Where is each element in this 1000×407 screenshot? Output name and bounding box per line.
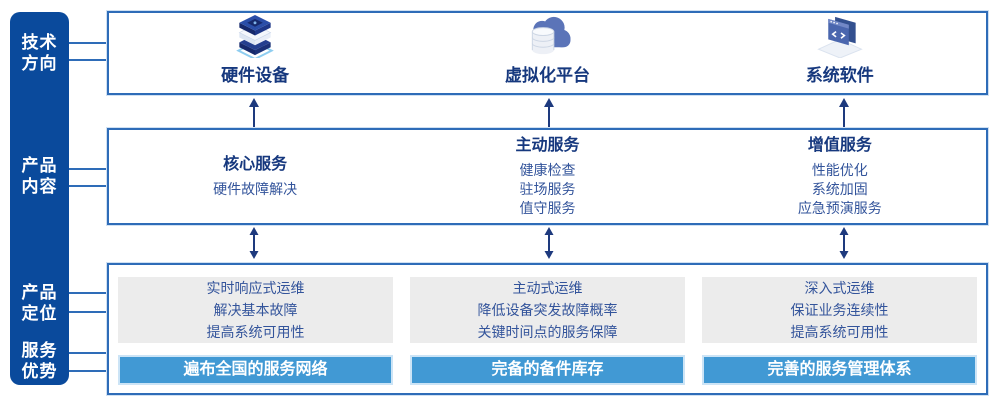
connector-line [69,168,107,170]
service-item: 驻场服务 [519,181,576,197]
code-window-icon [817,16,863,58]
service-item: 系统加固 [811,181,868,197]
tech-item-virtualization: 虚拟化平台 [401,13,693,93]
tech-item-system-software: 系统软件 [694,13,986,93]
tech-direction-box: 硬件设备 虚拟化平台 [107,11,988,95]
product-content-box: 核心服务 硬件故障解决 主动服务 健康检查 驻场服务 值守服务 增值服务 性能优… [107,128,988,225]
positioning-point: 保证业务连续性 [790,302,889,318]
sidebar-label-line: 内容 [21,177,58,196]
service-column-core: 核心服务 硬件故障解决 [109,130,401,223]
category-sidebar: 技术 方向 产品 内容 产品 定位 服务 优势 [10,12,69,385]
service-title: 核心服务 [223,156,288,173]
connector-line [69,352,107,354]
cloud-database-icon [532,16,571,55]
sidebar-label-product-content: 产品 内容 [10,155,69,197]
positioning-point: 关键时间点的服务保障 [477,324,618,340]
service-item: 应急预演服务 [797,200,882,216]
tech-item-label: 硬件设备 [221,66,290,85]
service-title: 增值服务 [807,137,872,154]
sidebar-label-line: 优势 [21,362,58,381]
positioning-point: 提高系统可用性 [206,324,305,340]
advantage-banner: 遍布全国的服务网络 [118,355,393,385]
positioning-point: 提高系统可用性 [790,324,889,340]
advantage-banner: 完备的备件库存 [410,355,685,385]
sidebar-label-service-advantage: 服务 优势 [10,340,69,382]
service-item: 健康检查 [519,162,576,178]
product-positioning-box: 实时响应式运维 解决基本故障 提高系统可用性 遍布全国的服务网络 主动式运维 降… [107,263,988,395]
double-arrow-icon [839,227,849,259]
positioning-column-deep: 深入式运维 保证业务连续性 提高系统可用性 完善的服务管理体系 [702,277,977,385]
sidebar-label-tech-direction: 技术 方向 [10,32,69,74]
service-column-value-added: 增值服务 性能优化 系统加固 应急预演服务 [694,130,986,223]
positioning-card: 深入式运维 保证业务连续性 提高系统可用性 [702,277,977,343]
service-title: 主动服务 [515,137,580,154]
connector-line [69,59,107,61]
positioning-card: 主动式运维 降低设备突发故障概率 关键时间点的服务保障 [410,277,685,343]
connector-line [69,370,107,372]
connector-line [69,292,107,294]
service-item: 硬件故障解决 [213,181,298,197]
sidebar-label-line: 方向 [21,54,58,73]
positioning-point: 降低设备突发故障概率 [477,302,618,318]
positioning-point: 主动式运维 [512,280,583,296]
sidebar-label-product-positioning: 产品 定位 [10,282,69,324]
sidebar-label-line: 定位 [21,304,58,323]
sidebar-label-line: 产品 [21,156,58,175]
service-column-proactive: 主动服务 健康检查 驻场服务 值守服务 [401,130,693,223]
tech-item-hardware: 硬件设备 [109,13,401,93]
positioning-point: 解决基本故障 [213,302,298,318]
service-item: 值守服务 [519,200,576,216]
connector-line [69,42,107,44]
double-arrow-icon [544,227,554,259]
sidebar-label-line: 服务 [21,341,58,360]
positioning-point: 深入式运维 [804,280,875,296]
sidebar-label-line: 技术 [21,33,58,52]
positioning-point: 实时响应式运维 [206,280,305,296]
sidebar-label-line: 产品 [21,283,58,302]
tech-item-label: 虚拟化平台 [504,66,590,85]
server-stack-icon [236,14,274,58]
double-arrow-icon [249,227,259,259]
positioning-card: 实时响应式运维 解决基本故障 提高系统可用性 [118,277,393,343]
connector-line [69,311,107,313]
up-arrow-icon [544,98,554,127]
positioning-column-realtime: 实时响应式运维 解决基本故障 提高系统可用性 遍布全国的服务网络 [118,277,393,385]
up-arrow-icon [839,98,849,127]
connector-line [69,185,107,187]
service-item: 性能优化 [811,162,868,178]
positioning-column-proactive: 主动式运维 降低设备突发故障概率 关键时间点的服务保障 完备的备件库存 [410,277,685,385]
up-arrow-icon [249,98,259,127]
advantage-banner: 完善的服务管理体系 [702,355,977,385]
tech-item-label: 系统软件 [805,66,874,85]
